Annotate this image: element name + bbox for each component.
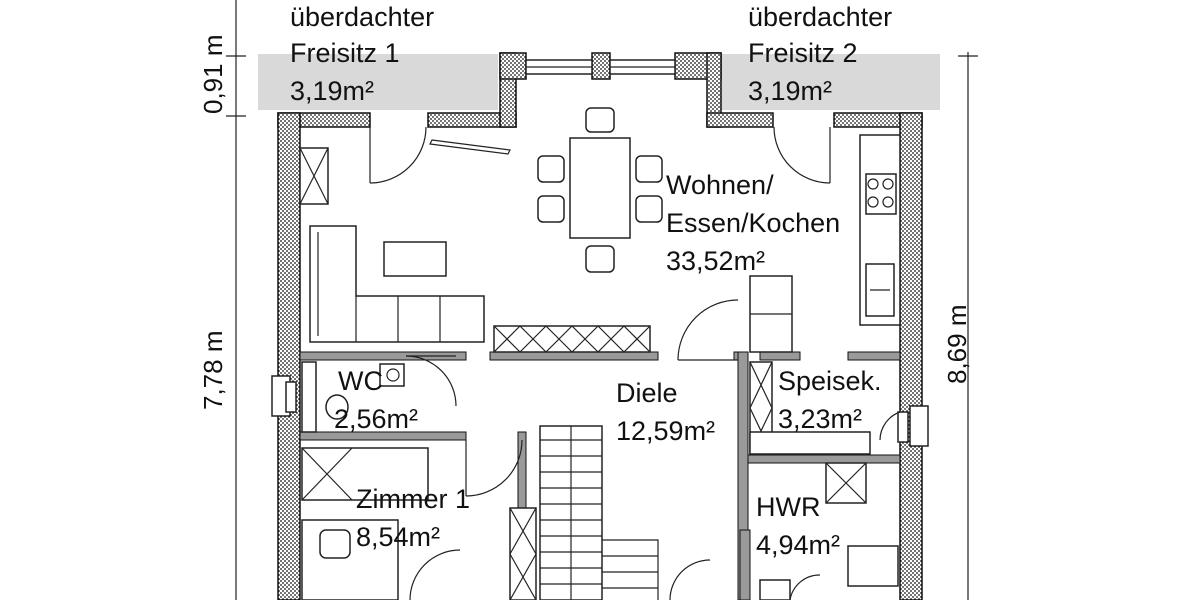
left-height-dimension: 7,78 m	[198, 331, 228, 411]
terrace-2-name: Freisitz 2	[748, 38, 858, 68]
terrace-2-area	[717, 54, 940, 110]
furniture	[299, 107, 901, 600]
rear-windows	[525, 59, 676, 75]
interior-walls	[299, 351, 901, 600]
bedroom-name: Zimmer 1	[356, 484, 470, 514]
doors	[369, 126, 901, 600]
terrace-2-label: überdachter	[748, 2, 892, 32]
living-room-name-2: Essen/Kochen	[666, 208, 840, 238]
dimension-lines	[226, 0, 978, 600]
terrace-1-area-label: 3,19m²	[290, 76, 374, 106]
pantry-area: 3,23m²	[778, 404, 862, 434]
terrace-2-area-label: 3,19m²	[748, 76, 832, 106]
coffee-table	[383, 241, 447, 277]
terrace-1-area	[258, 54, 498, 110]
wc-name: WC	[338, 366, 383, 396]
bed	[301, 447, 429, 501]
utility-name: HWR	[756, 492, 820, 522]
side-doors	[271, 375, 929, 447]
hall-area: 12,59m²	[616, 416, 715, 446]
living-room-name: Wohnen/	[666, 170, 774, 200]
utility-area: 4,94m²	[756, 530, 840, 560]
terrace-depth-dimension: 0,91 m	[198, 35, 228, 115]
terrace-1-name: Freisitz 1	[290, 38, 400, 68]
bedroom-cabinet	[509, 507, 537, 600]
wc-toilet	[379, 363, 405, 387]
sideboard	[493, 325, 651, 353]
wc-area: 2,56m²	[334, 404, 418, 434]
right-height-dimension: 8,69 m	[942, 305, 972, 385]
living-room-area: 33,52m²	[666, 246, 765, 276]
terrace-1-label: überdachter	[290, 2, 434, 32]
dining-table	[569, 137, 631, 239]
staircase	[539, 425, 659, 600]
bedroom-area: 8,54m²	[356, 522, 440, 552]
hall-name: Diele	[616, 378, 678, 408]
pantry-name: Speisek.	[778, 366, 882, 396]
